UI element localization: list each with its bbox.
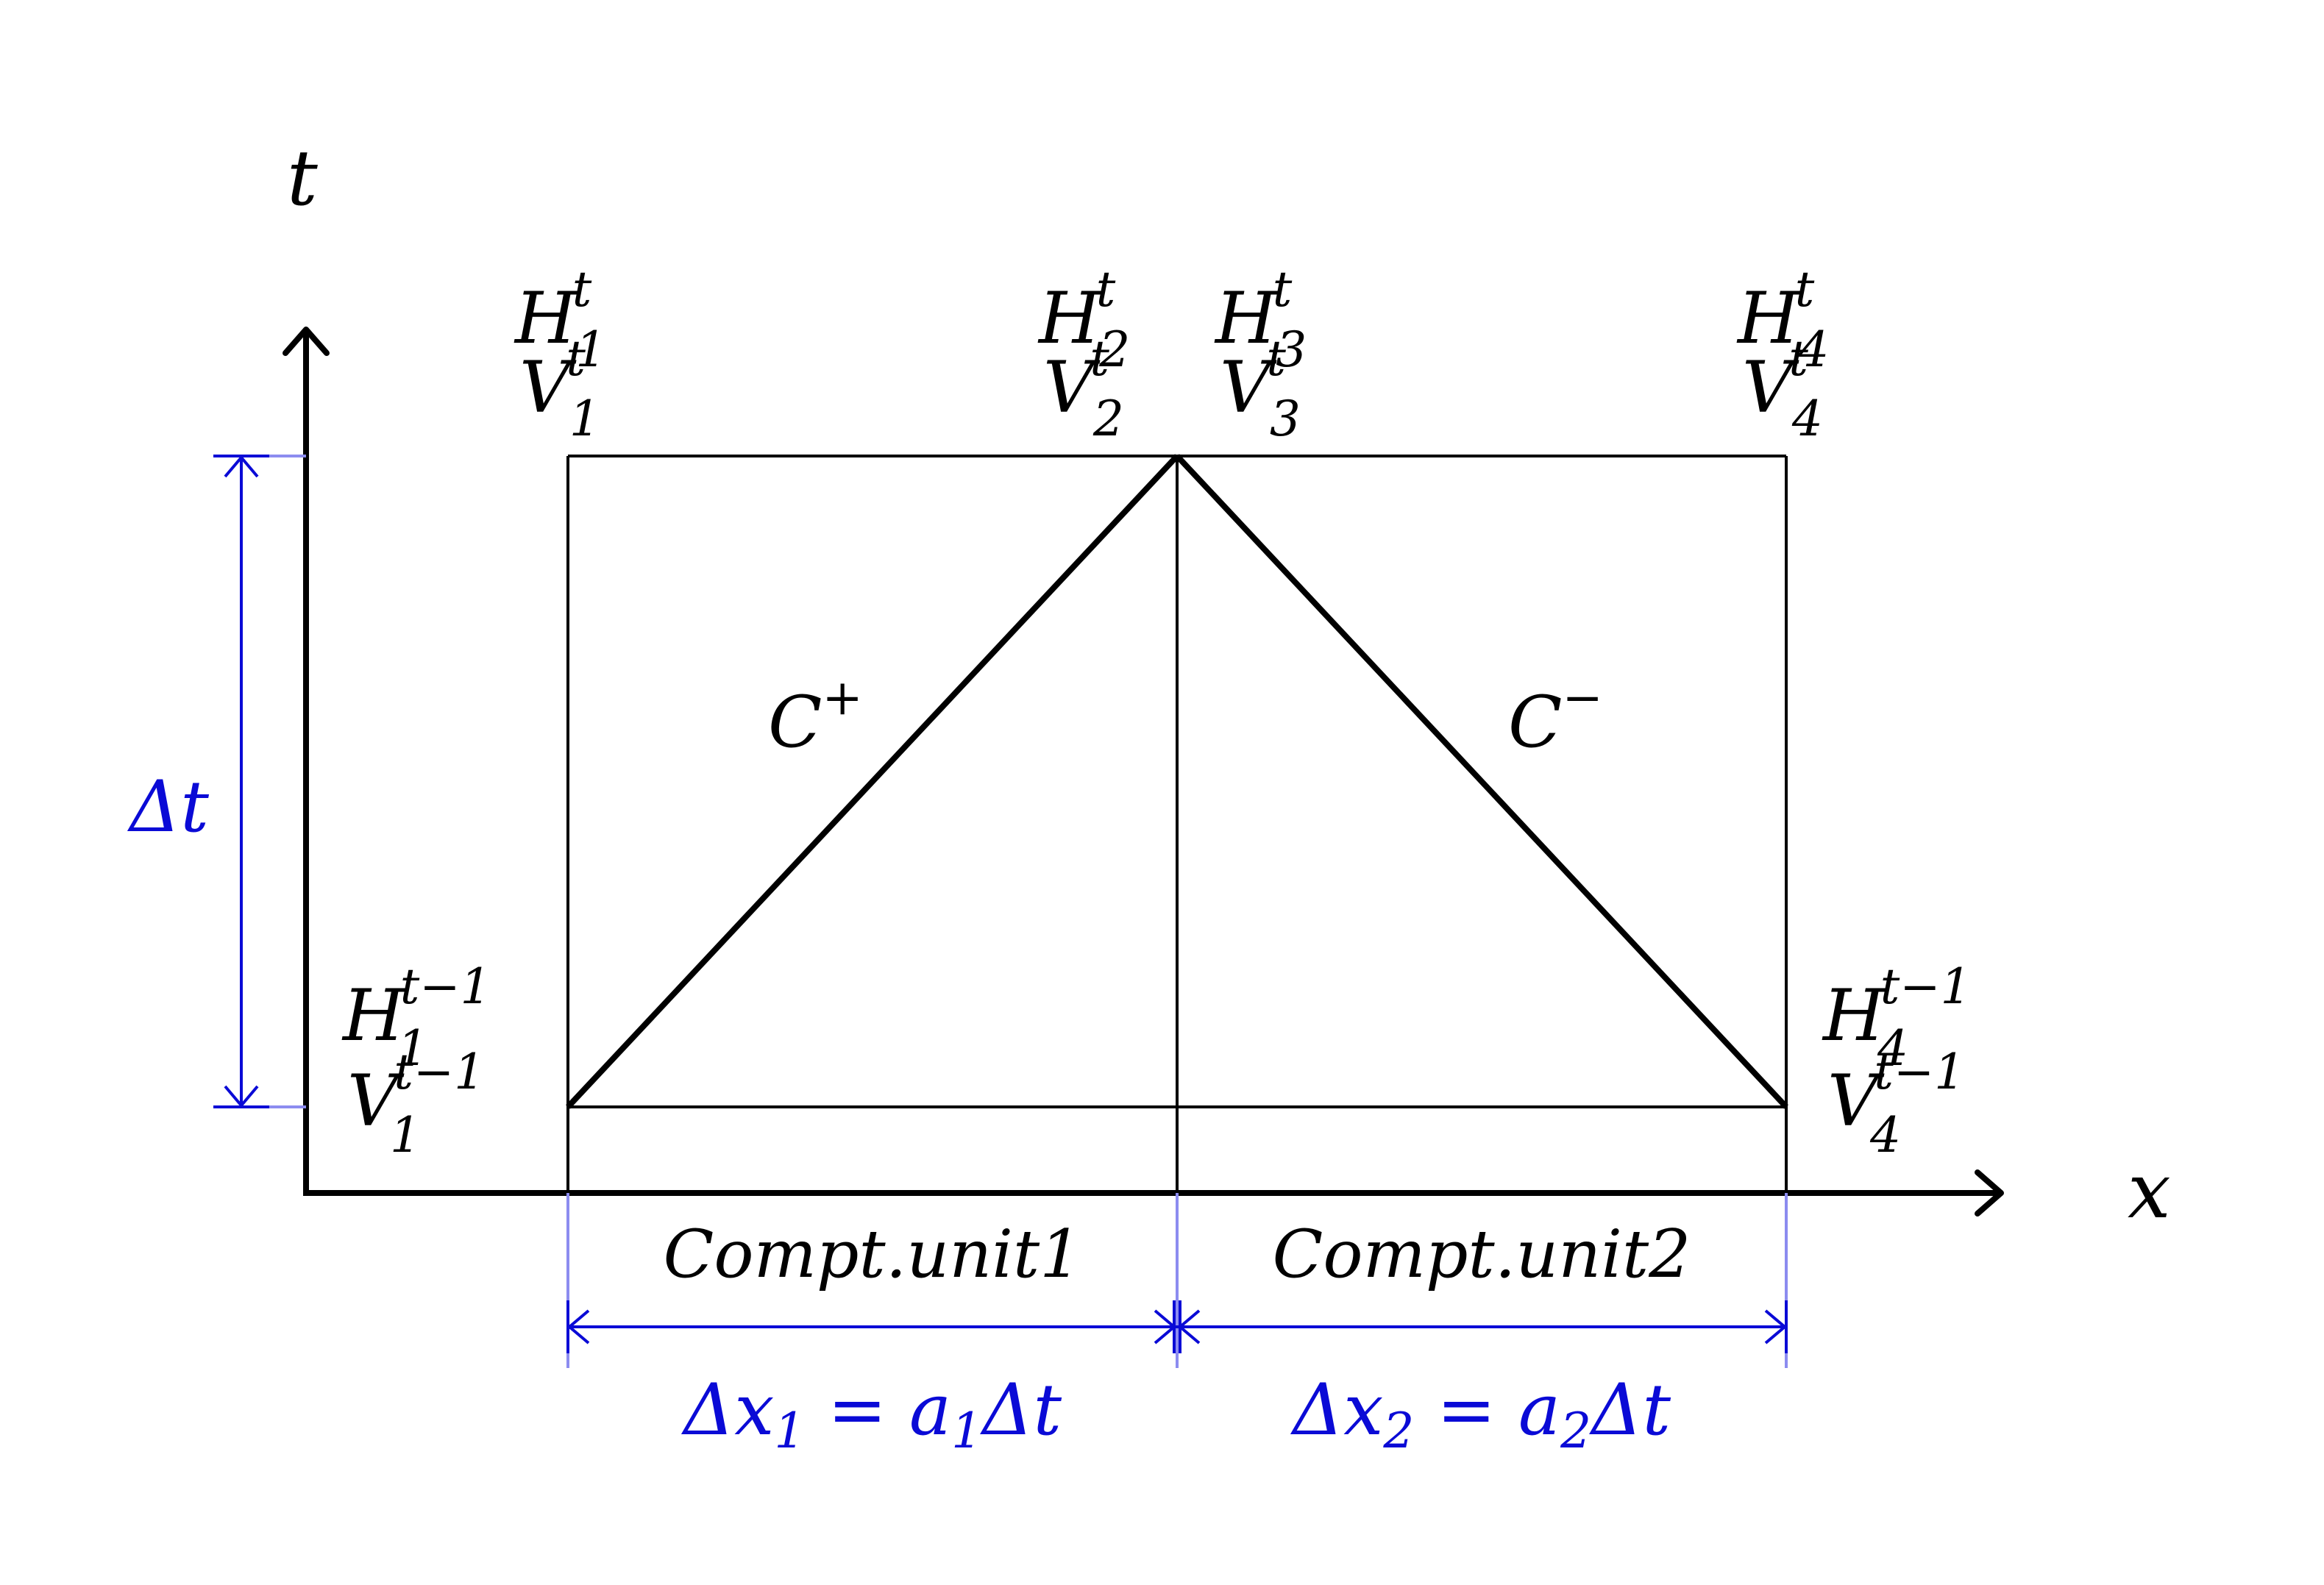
axes: t x xyxy=(282,133,2171,1236)
dx-dimensions: Δx1 = a1Δt Δx2 = a2Δt xyxy=(566,1193,1788,1459)
c-minus-line xyxy=(1175,454,1788,1109)
unit-labels: Compt.unit1 Compt.unit2 xyxy=(664,1216,1691,1293)
c-minus-label: C− xyxy=(1508,669,1603,763)
node-h1-bottom-sub: 1 xyxy=(397,1020,428,1077)
compt-unit-2-label: Compt.unit2 xyxy=(1273,1216,1691,1293)
node-v1-bottom-sub: 1 xyxy=(390,1107,421,1164)
dx1-label: Δx1 = a1Δt xyxy=(681,1369,1062,1459)
dx1-arrow-right xyxy=(1154,1309,1177,1344)
c-plus-label: C+ xyxy=(768,669,863,763)
dx1-arrow-left xyxy=(566,1309,590,1344)
node-h1-bottom: Ht−1 xyxy=(341,958,491,1057)
t-axis-arrowhead xyxy=(282,327,330,356)
dx2-arrow-left xyxy=(1177,1309,1201,1344)
characteristic-lines: C+ C− xyxy=(566,454,1788,1109)
node-v4-bottom: Vt−1 xyxy=(1827,1044,1965,1142)
c-plus-line xyxy=(566,454,1179,1109)
dt-dimension: Δt xyxy=(127,455,306,1108)
node-h4-bottom-sub: 4 xyxy=(1877,1020,1908,1077)
dt-label: Δt xyxy=(127,766,209,848)
dx2-arrow-right xyxy=(1764,1309,1788,1344)
node-h4-bottom: Ht−1 xyxy=(1822,958,1972,1057)
x-axis-arrowhead xyxy=(1975,1169,2004,1217)
x-axis-label: x xyxy=(2128,1146,2171,1236)
bottom-node-labels: Ht−1 1 Vt−1 1 Ht−1 4 Vt−1 4 xyxy=(341,958,1972,1164)
t-axis-label: t xyxy=(287,133,318,223)
node-v1-bottom: Vt−1 xyxy=(347,1044,485,1142)
dx2-label: Δx2 = a2Δt xyxy=(1290,1369,1671,1459)
compt-unit-1-label: Compt.unit1 xyxy=(664,1216,1082,1293)
node-v4-bottom-sub: 4 xyxy=(1869,1107,1901,1164)
computational-grid xyxy=(566,455,1788,1193)
